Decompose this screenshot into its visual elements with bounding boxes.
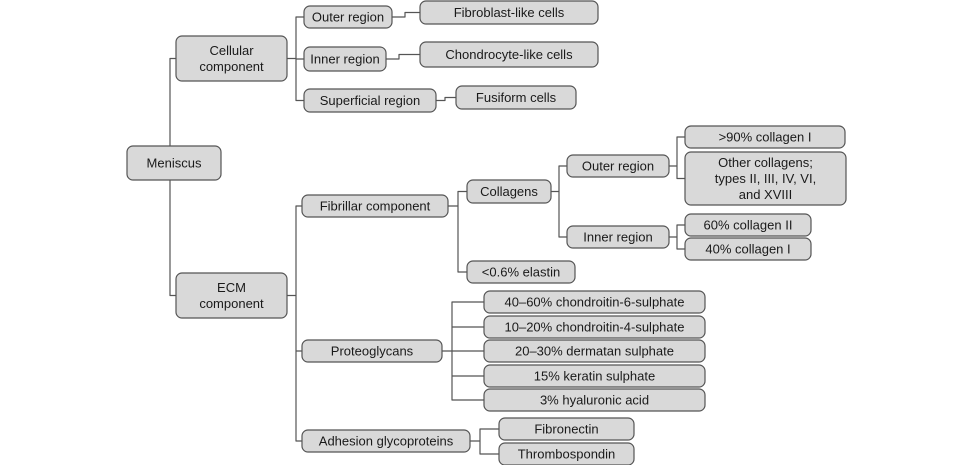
node-fibronectin-label-line: Fibronectin xyxy=(534,422,598,437)
node-ecm-label-line: component xyxy=(199,296,264,311)
node-fusiform: Fusiform cells xyxy=(455,85,577,110)
node-other-collagens: Other collagens;types II, III, IV, VI,an… xyxy=(684,151,847,206)
node-elastin: <0.6% elastin xyxy=(466,260,576,284)
node-proteoglycans-label-line: Proteoglycans xyxy=(331,344,414,359)
node-fusiform-label-line: Fusiform cells xyxy=(476,90,557,105)
node-cellular-label-line: Cellular xyxy=(209,43,254,58)
node-inner-region-ecm: Inner region xyxy=(566,225,670,249)
node-fibroblast-label-line: Fibroblast-like cells xyxy=(454,5,565,20)
node-keratin: 15% keratin sulphate xyxy=(483,364,706,388)
node-meniscus-label-line: Meniscus xyxy=(147,156,202,171)
node-inner-region-ecm-label-line: Inner region xyxy=(583,230,652,245)
connector-superficial-region xyxy=(435,96,457,102)
node-chondrocyte: Chondrocyte-like cells xyxy=(419,41,599,68)
node-collagen-i-90-label-line: >90% collagen I xyxy=(719,130,812,145)
diagram-nodes: MeniscusCellularcomponentECMcomponentOut… xyxy=(126,0,847,465)
node-other-collagens-label-line: types II, III, IV, VI, xyxy=(715,171,816,186)
node-keratin-label-line: 15% keratin sulphate xyxy=(534,369,655,384)
node-fibrillar: Fibrillar component xyxy=(301,194,449,218)
node-other-collagens-label-line: and XVIII xyxy=(739,187,792,202)
node-ecm-label-line: ECM xyxy=(217,280,246,295)
node-collagen-ii-60: 60% collagen II xyxy=(684,213,812,237)
connector-inner-region-cell xyxy=(385,53,421,60)
node-adhesion: Adhesion glycoproteins xyxy=(301,429,471,453)
node-dermatan-label-line: 20–30% dermatan sulphate xyxy=(515,344,674,359)
node-superficial-region: Superficial region xyxy=(303,88,437,113)
node-cs6-label-line: 40–60% chondroitin-6-sulphate xyxy=(505,295,685,310)
node-cs4: 10–20% chondroitin-4-sulphate xyxy=(483,315,706,339)
node-thrombospondin-label-line: Thrombospondin xyxy=(518,447,616,462)
node-inner-region-cell: Inner region xyxy=(303,46,387,72)
node-proteoglycans: Proteoglycans xyxy=(301,339,443,363)
connector-proteoglycans xyxy=(441,301,485,401)
connector-fibrillar xyxy=(447,190,468,273)
node-meniscus: Meniscus xyxy=(126,145,222,181)
node-outer-region-ecm: Outer region xyxy=(566,154,670,178)
node-inner-region-cell-label-line: Inner region xyxy=(310,52,379,67)
node-outer-region-cell: Outer region xyxy=(303,5,393,29)
node-cs4-label-line: 10–20% chondroitin-4-sulphate xyxy=(505,320,685,335)
connector-collagens xyxy=(550,165,568,238)
node-superficial-region-label-line: Superficial region xyxy=(320,93,420,108)
node-collagen-i-40-label-line: 40% collagen I xyxy=(705,242,790,257)
connector-ecm xyxy=(286,205,303,442)
connector-inner-region-ecm xyxy=(668,224,686,250)
node-collagen-i-40: 40% collagen I xyxy=(684,237,812,261)
node-cellular-label-line: component xyxy=(199,59,264,74)
node-hyaluronic: 3% hyaluronic acid xyxy=(483,388,706,412)
node-cs6: 40–60% chondroitin-6-sulphate xyxy=(483,290,706,314)
connector-outer-region-ecm xyxy=(668,136,686,180)
node-collagens-label-line: Collagens xyxy=(480,184,538,199)
node-outer-region-cell-label-line: Outer region xyxy=(312,10,384,25)
node-collagen-i-90: >90% collagen I xyxy=(684,125,846,149)
node-adhesion-label-line: Adhesion glycoproteins xyxy=(319,434,454,449)
node-collagen-ii-60-label-line: 60% collagen II xyxy=(704,218,793,233)
node-thrombospondin: Thrombospondin xyxy=(498,442,635,465)
node-dermatan: 20–30% dermatan sulphate xyxy=(483,339,706,363)
connector-outer-region-cell xyxy=(391,11,421,18)
connector-cellular xyxy=(286,16,305,102)
node-hyaluronic-label-line: 3% hyaluronic acid xyxy=(540,393,649,408)
connector-adhesion xyxy=(469,428,500,455)
node-fibronectin: Fibronectin xyxy=(498,417,635,441)
node-collagens: Collagens xyxy=(466,179,552,204)
node-elastin-label-line: <0.6% elastin xyxy=(482,265,560,280)
node-other-collagens-label-line: Other collagens; xyxy=(718,155,813,170)
node-chondrocyte-label-line: Chondrocyte-like cells xyxy=(445,47,573,62)
node-outer-region-ecm-label-line: Outer region xyxy=(582,159,654,174)
node-fibroblast: Fibroblast-like cells xyxy=(419,0,599,25)
node-fibrillar-label-line: Fibrillar component xyxy=(320,199,431,214)
